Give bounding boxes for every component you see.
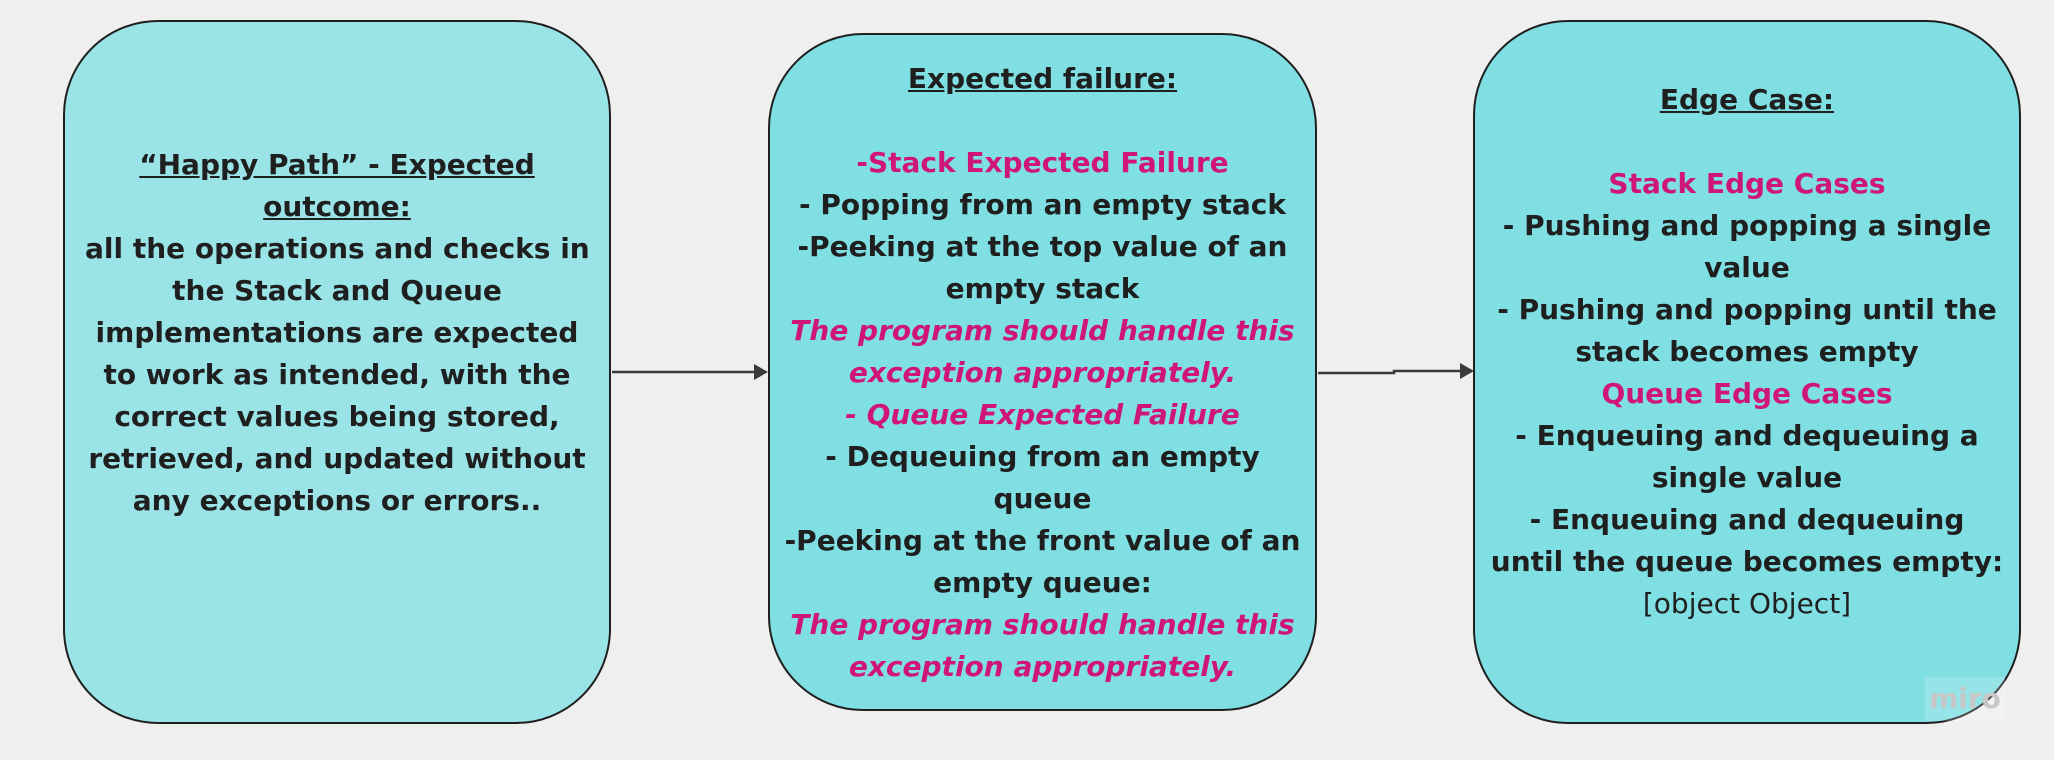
stack-failure-note: The program should handle this	[790, 314, 1295, 347]
happy-path-node[interactable]: “Happy Path” - Expected outcome: all the…	[63, 20, 611, 724]
stack-failure-item: empty stack	[945, 272, 1140, 305]
queue-failure-note: The program should handle this	[790, 608, 1295, 641]
stack-failure-title: -Stack Expected Failure	[856, 146, 1229, 179]
queue-failure-title: - Queue Expected Failure	[845, 398, 1240, 431]
stack-edge-item: value	[1704, 251, 1790, 284]
queue-edge-item: - Enqueuing and dequeuing	[1529, 503, 1965, 536]
happy-path-body-line: the Stack and Queue	[172, 274, 502, 307]
happy-path-body-line: any exceptions or errors..	[132, 484, 542, 517]
trailing-text: [object Object]	[1642, 587, 1852, 620]
stack-failure-note: exception appropriately.	[848, 356, 1237, 389]
arrow-connector-2	[1318, 363, 1474, 379]
queue-edge-item: single value	[1651, 461, 1843, 494]
happy-path-body-line: all the operations and checks in	[85, 232, 590, 265]
queue-edge-item: - Enqueuing and dequeuing a	[1515, 419, 1979, 452]
edge-case-heading: Edge Case:	[1659, 83, 1835, 116]
happy-path-body-line: retrieved, and updated without	[88, 442, 586, 475]
edge-case-node[interactable]: Edge Case: Stack Edge Cases - Pushing an…	[1473, 20, 2021, 724]
queue-edge-title: Queue Edge Cases	[1601, 377, 1893, 410]
queue-failure-note: exception appropriately.	[848, 650, 1237, 683]
stack-edge-item: - Pushing and popping a single	[1502, 209, 1992, 242]
stack-failure-item: -Peeking at the top value of an	[797, 230, 1288, 263]
queue-failure-item: queue	[993, 482, 1092, 515]
queue-edge-item: until the queue becomes empty:	[1490, 545, 2004, 578]
happy-path-heading-line-2: outcome:	[263, 190, 411, 223]
happy-path-content: “Happy Path” - Expected outcome: all the…	[65, 144, 609, 522]
expected-failure-content: Expected failure: -Stack Expected Failur…	[770, 58, 1315, 688]
edge-case-content: Edge Case: Stack Edge Cases - Pushing an…	[1475, 79, 2019, 625]
happy-path-body-line: correct values being stored,	[114, 400, 560, 433]
queue-failure-item: empty queue:	[933, 566, 1152, 599]
happy-path-body-line: implementations are expected	[95, 316, 579, 349]
queue-failure-item: - Dequeuing from an empty	[825, 440, 1260, 473]
happy-path-heading-line-1: “Happy Path” - Expected	[139, 148, 535, 181]
miro-watermark: miro	[1925, 677, 2005, 721]
happy-path-body-line: to work as intended, with the	[103, 358, 571, 391]
stack-edge-item: stack becomes empty	[1575, 335, 1919, 368]
arrow-connector-1	[612, 364, 768, 380]
expected-failure-node[interactable]: Expected failure: -Stack Expected Failur…	[768, 33, 1317, 711]
expected-failure-heading: Expected failure:	[907, 62, 1178, 95]
stack-edge-title: Stack Edge Cases	[1608, 167, 1886, 200]
queue-failure-item: -Peeking at the front value of an	[784, 524, 1301, 557]
stack-edge-item: - Pushing and popping until the	[1497, 293, 1997, 326]
stack-failure-item: - Popping from an empty stack	[798, 188, 1287, 221]
